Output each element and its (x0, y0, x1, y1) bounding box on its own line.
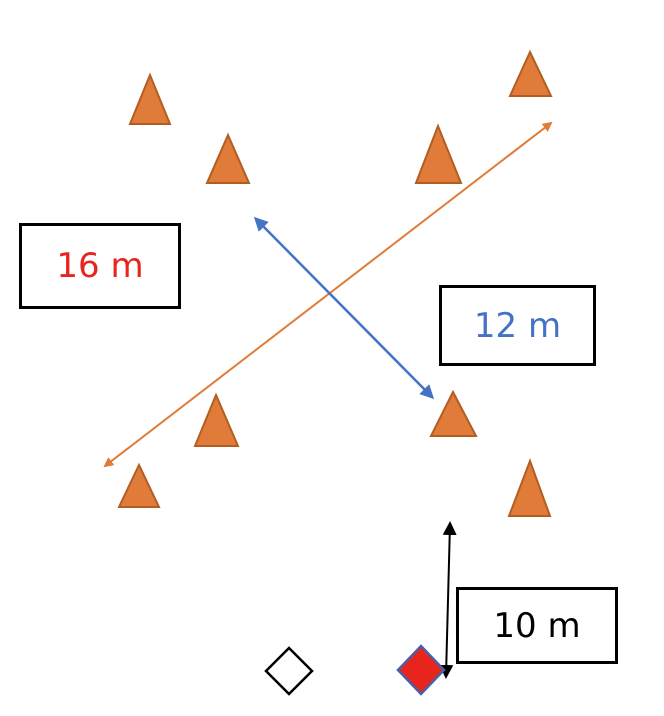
cone-icon (429, 389, 478, 437)
cone-icon (128, 72, 172, 125)
distance-label-16m: 16 m (19, 223, 181, 309)
cones-group (117, 49, 553, 517)
distance-text: 12 m (473, 305, 562, 346)
distance-label-12m: 12 m (439, 285, 596, 366)
cone-icon (508, 49, 553, 97)
arrow-12m (253, 216, 435, 400)
cone-icon (205, 132, 251, 184)
distance-label-10m: 10 m (456, 587, 618, 664)
cone-icon (414, 123, 463, 184)
cone-icon (117, 462, 161, 508)
empty-marker-icon (264, 646, 314, 696)
distance-text: 16 m (56, 246, 144, 286)
cone-icon (193, 392, 240, 447)
distance-text: 10 m (493, 605, 581, 646)
filled-marker-icon (396, 644, 446, 696)
arrow-10m (439, 521, 457, 679)
cone-icon (507, 458, 552, 517)
